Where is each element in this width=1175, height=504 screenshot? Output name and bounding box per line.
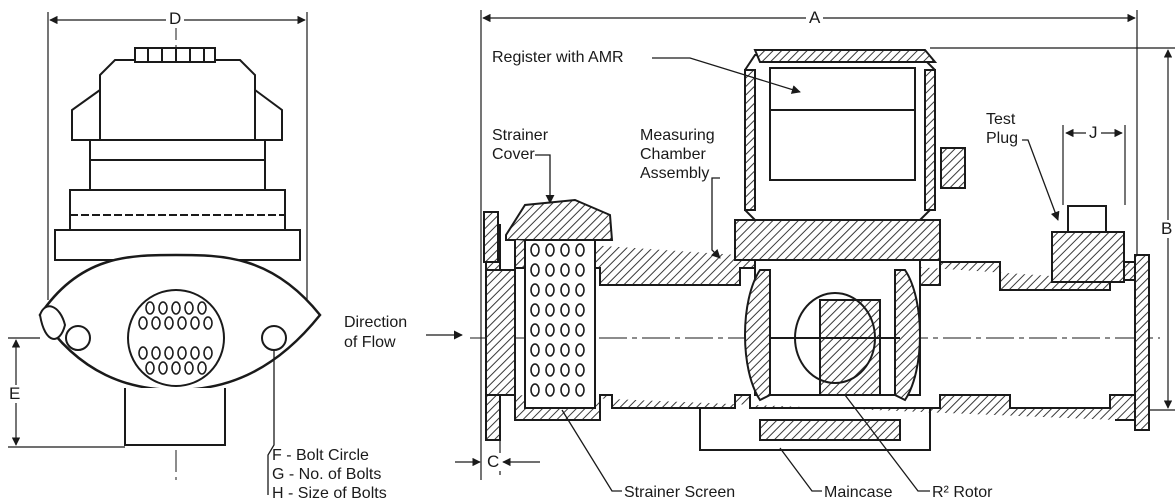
measuring-chamber-label-2: Chamber: [640, 146, 706, 163]
dim-j-label: J: [1086, 124, 1101, 142]
dim-b-label: B: [1158, 220, 1175, 238]
section-view: [470, 10, 1175, 480]
bolt-circle-label: F - Bolt Circle: [272, 447, 369, 464]
register-label: Register with AMR: [492, 49, 624, 66]
direction-label-2: of Flow: [344, 334, 396, 351]
bolt-size-label: H - Size of Bolts: [272, 485, 387, 502]
bolt-count-label: G - No. of Bolts: [272, 466, 382, 483]
maincase-label: Maincase: [824, 484, 893, 501]
strainer-cover-label-2: Cover: [492, 146, 535, 163]
test-plug-label-1: Test: [986, 111, 1016, 128]
dim-c-label: C: [484, 453, 503, 471]
strainer-screen-label: Strainer Screen: [624, 484, 736, 501]
dim-e-label: E: [6, 385, 24, 403]
dim-d-label: D: [166, 10, 185, 28]
end-view-screen-holes: [138, 301, 213, 375]
test-plug-label-2: Plug: [986, 130, 1019, 147]
rotor-label: R² Rotor: [932, 484, 993, 501]
strainer-screen-holes: [530, 243, 585, 397]
direction-label-1: Direction: [344, 314, 408, 331]
measuring-chamber-label-3: Assembly: [640, 165, 710, 182]
end-view: [38, 12, 322, 480]
measuring-chamber-label-1: Measuring: [640, 127, 715, 144]
dim-a-label: A: [806, 9, 824, 27]
strainer-cover-label-1: Strainer: [492, 127, 549, 144]
bolt-leader: [267, 350, 275, 495]
leaders: [426, 57, 1060, 492]
